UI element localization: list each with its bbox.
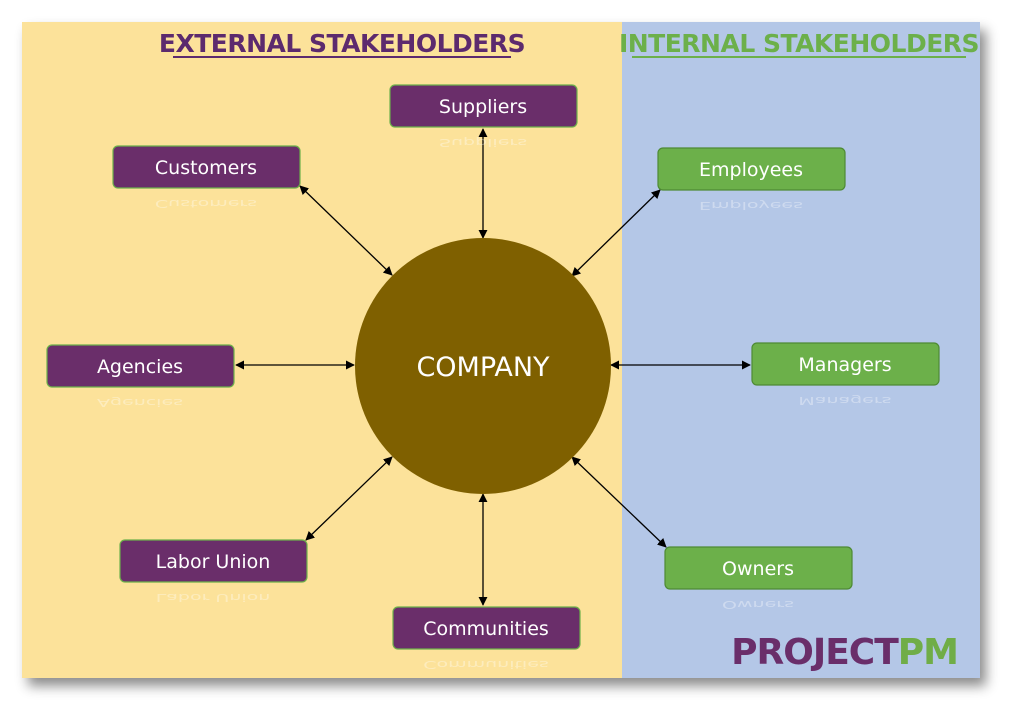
node-label: Employees xyxy=(699,159,803,181)
logo-part2: PM xyxy=(898,632,958,673)
node-reflection: Owners xyxy=(722,598,794,610)
node-box xyxy=(657,147,846,191)
logo-part1: PROJECT xyxy=(731,632,899,673)
node-labor-union: Labor Union Labor Union xyxy=(119,539,308,604)
arrow-owners xyxy=(571,456,667,548)
node-box xyxy=(119,539,308,583)
node-reflection: Customers xyxy=(155,197,257,209)
node-label: Communities xyxy=(423,618,549,640)
node-communities: Communities Communities xyxy=(392,606,581,671)
projectpm-logo: PROJECTPM xyxy=(731,632,958,673)
node-agencies: Agencies Agencies xyxy=(46,344,235,409)
arrow-labor-union xyxy=(305,456,393,541)
node-box xyxy=(392,606,581,650)
node-label: Agencies xyxy=(97,356,183,378)
company-node: COMPANY xyxy=(355,238,611,494)
node-label: Managers xyxy=(798,354,891,376)
company-circle xyxy=(355,238,611,494)
internal-heading: INTERNAL STAKEHOLDERS xyxy=(619,29,979,58)
node-box xyxy=(112,145,301,189)
node-suppliers: Suppliers Suppliers xyxy=(389,84,578,149)
node-label: Labor Union xyxy=(156,551,271,573)
node-reflection: Suppliers xyxy=(439,136,527,148)
arrow-employees xyxy=(571,189,661,277)
node-customers: Customers Customers xyxy=(112,145,301,210)
node-owners: Owners Owners xyxy=(664,546,853,611)
node-box xyxy=(46,344,235,388)
node-box xyxy=(389,84,578,128)
node-reflection: Labor Union xyxy=(156,591,271,603)
company-label: COMPANY xyxy=(416,352,550,383)
node-label: Owners xyxy=(722,558,794,580)
node-box xyxy=(664,546,853,590)
node-reflection: Managers xyxy=(798,394,891,406)
arrow-customers xyxy=(299,185,393,276)
node-label: Customers xyxy=(155,157,257,179)
node-box xyxy=(751,342,940,386)
node-reflection: Agencies xyxy=(97,396,183,408)
node-label: Suppliers xyxy=(439,96,527,118)
connectors xyxy=(235,128,751,606)
external-heading: EXTERNAL STAKEHOLDERS xyxy=(159,29,525,58)
node-employees: Employees Employees xyxy=(657,147,846,212)
node-reflection: Employees xyxy=(699,199,803,211)
node-reflection: Communities xyxy=(423,658,549,670)
node-managers: Managers Managers xyxy=(751,342,940,407)
